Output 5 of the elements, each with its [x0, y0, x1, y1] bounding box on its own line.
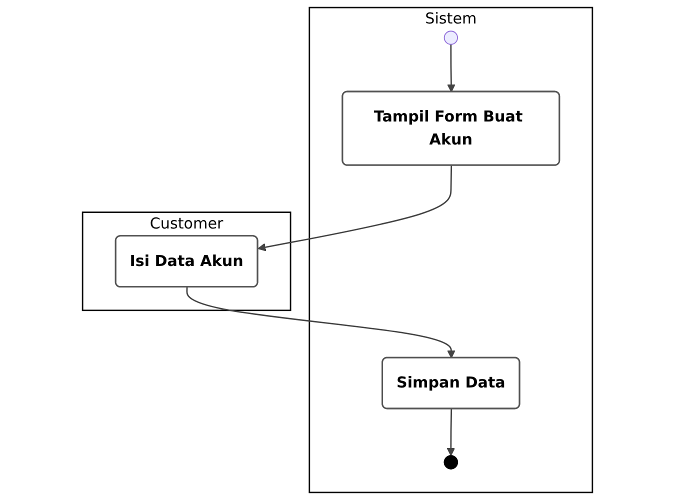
arrow	[446, 408, 456, 456]
arrow	[186, 287, 456, 358]
arrow	[258, 166, 452, 252]
arrow	[447, 44, 456, 92]
node-circle	[444, 30, 458, 45]
